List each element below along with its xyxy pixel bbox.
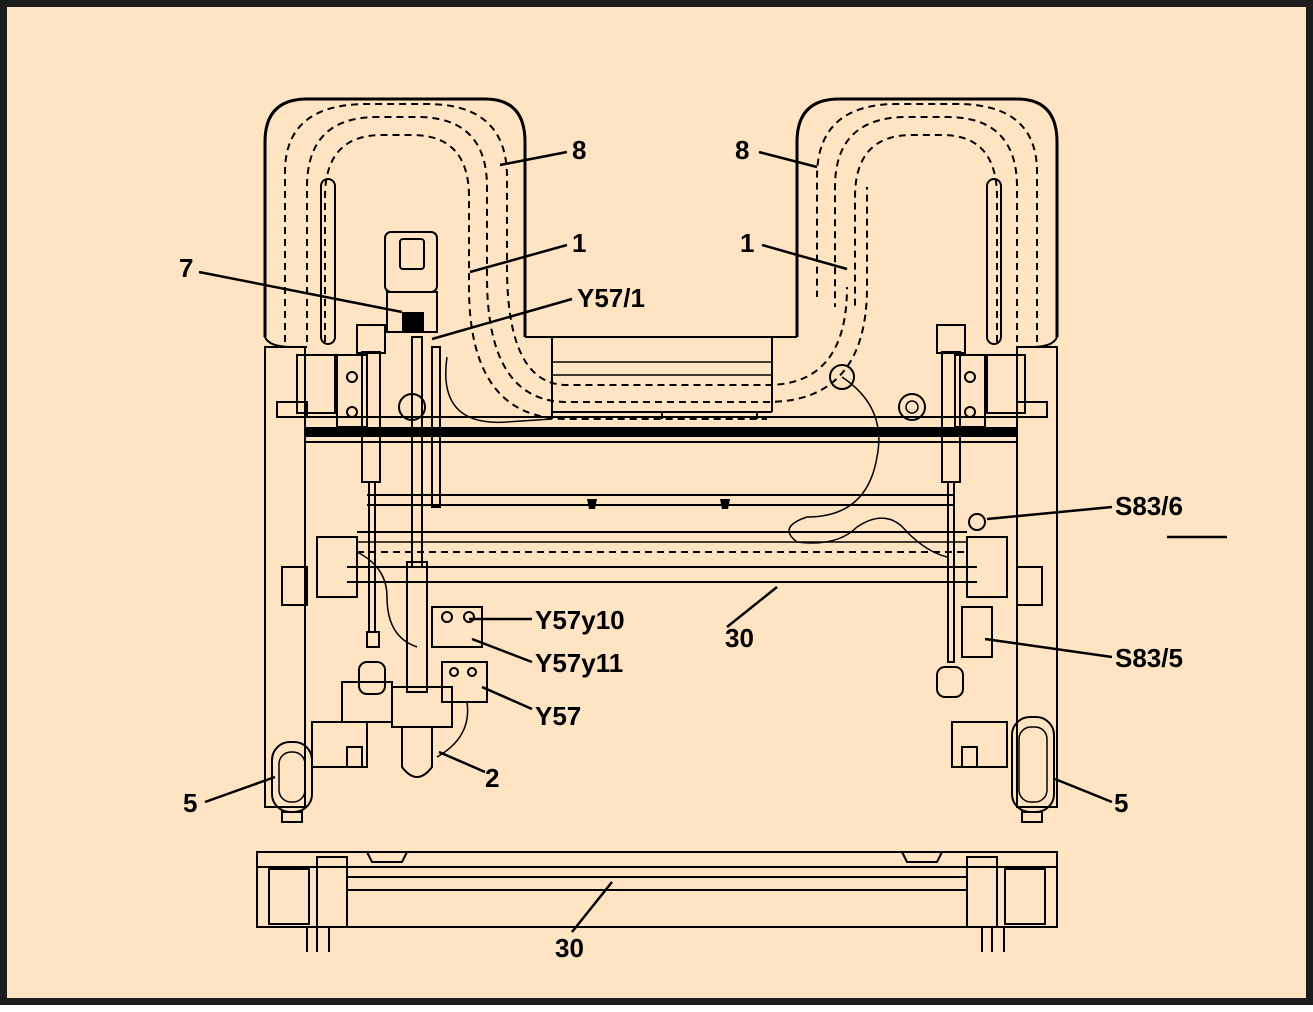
lower-frame-view <box>256 851 1058 952</box>
right-side-post <box>954 346 1058 808</box>
top-crossbar <box>305 393 1017 443</box>
callout-y57y10: Y57y10 <box>535 605 625 635</box>
callout-30-lower: 30 <box>555 933 584 963</box>
callout-1-left: 1 <box>572 228 586 258</box>
callout-8-left: 8 <box>572 135 586 165</box>
callout-5-right: 5 <box>1114 788 1128 818</box>
center-tube-section <box>551 336 773 413</box>
callout-5-left: 5 <box>183 788 197 818</box>
callout-8-right: 8 <box>735 135 749 165</box>
callout-2: 2 <box>485 763 499 793</box>
right-switch-brackets <box>951 513 1043 768</box>
callout-y57y11: Y57y11 <box>535 648 623 678</box>
callout-labels: 8 8 1 1 7 Y57/1 S83/6 Y57y10 30 S83/5 Y5… <box>179 135 1183 963</box>
callout-y57-1: Y57/1 <box>577 283 645 313</box>
left-side-post <box>264 346 368 808</box>
left-caster <box>271 741 313 823</box>
frame-assembly-diagram: 8 8 1 1 7 Y57/1 S83/6 Y57y10 30 S83/5 Y5… <box>179 97 1227 963</box>
callout-s83-5: S83/5 <box>1115 643 1183 673</box>
callout-1-right: 1 <box>740 228 754 258</box>
callout-7: 7 <box>179 253 193 283</box>
callout-y57: Y57 <box>535 701 581 731</box>
valve-column <box>281 231 488 778</box>
leader-lines <box>198 150 1227 933</box>
right-gas-spring <box>936 324 966 698</box>
right-caster <box>1011 716 1055 823</box>
left-headboard-panel <box>263 97 868 420</box>
middle-frame <box>347 356 977 583</box>
callout-s83-6: S83/6 <box>1115 491 1183 521</box>
right-headboard-panel <box>772 97 1059 348</box>
left-gas-spring <box>356 324 386 695</box>
callout-30-upper: 30 <box>725 623 754 653</box>
